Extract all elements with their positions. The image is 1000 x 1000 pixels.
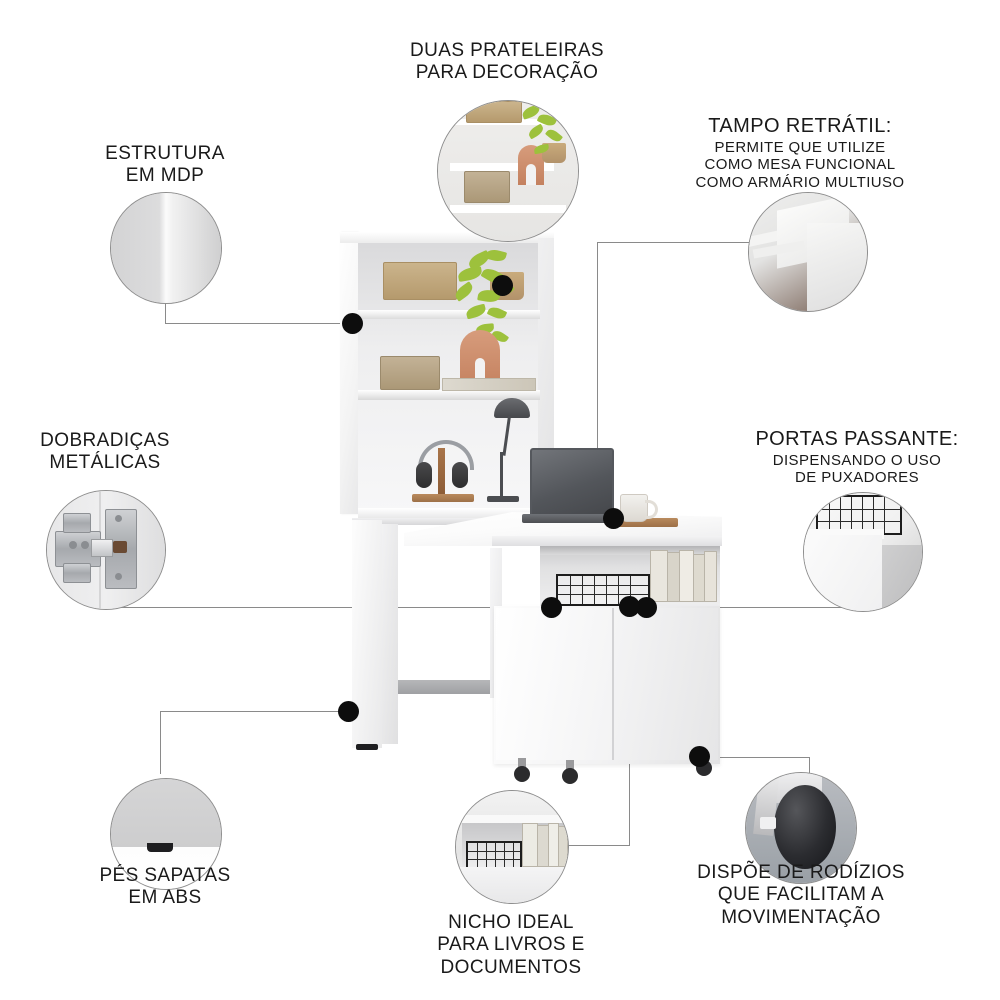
- serving-tray: [606, 518, 678, 527]
- marker-dot-doors[interactable]: [636, 597, 657, 618]
- label-shelves: DUAS PRATELEIRAS PARA DECORAÇÃO: [377, 40, 637, 85]
- connector-structure-v: [165, 300, 166, 324]
- label-hinges-title: DOBRADIÇAS METÁLICAS: [40, 430, 170, 474]
- caster-wheel-closeup: [774, 785, 836, 869]
- abs-foot-photo: [110, 778, 222, 890]
- hinge-arm-bottom: [63, 563, 91, 583]
- caster-arm-mid: [566, 760, 574, 772]
- abs-foot-closeup: [147, 843, 173, 852]
- label-niche-title: NICHO IDEAL PARA LIVROS E DOCUMENTOS: [437, 912, 585, 978]
- mdp-panel-photo: [110, 192, 222, 304]
- cabinet-niche-shadow: [540, 546, 720, 555]
- marker-dot-casters[interactable]: [689, 746, 710, 767]
- headphone-stand: [438, 448, 445, 496]
- label-shelves-title: DUAS PRATELEIRAS PARA DECORAÇÃO: [410, 40, 604, 84]
- cabinet-door-gap: [612, 608, 614, 760]
- headphone-cup-right: [452, 462, 468, 488]
- connector-structure-h: [165, 323, 355, 324]
- connector-hinges-h: [100, 607, 555, 608]
- label-retractable-top: TAMPO RETRÁTIL: PERMITE QUE UTILIZE COMO…: [683, 115, 917, 192]
- caster-wheel-left: [514, 766, 530, 782]
- desk-lamp-pole: [500, 452, 503, 498]
- caster-arm-left: [518, 758, 526, 770]
- label-doors-title: PORTAS PASSANTE:: [755, 428, 959, 450]
- marker-dot-niche[interactable]: [619, 596, 640, 617]
- abs-foot-left: [356, 744, 378, 750]
- label-structure: ESTRUTURA EM MDP: [55, 143, 275, 188]
- label-casters-title: DISPÕE DE RODÍZIOS QUE FACILITAM A MOVIM…: [697, 862, 905, 928]
- cabinet-door-right: [614, 608, 718, 760]
- connector-doors-h: [648, 607, 863, 608]
- books-in-niche: [650, 550, 717, 602]
- desk-leg-panel-inner: [382, 524, 398, 744]
- retractable-top-edge: [352, 518, 562, 525]
- label-structure-title: ESTRUTURA EM MDP: [105, 143, 225, 187]
- label-retractable-top-sub: PERMITE QUE UTILIZE COMO MESA FUNCIONAL …: [695, 138, 905, 191]
- hutch-shelf-upper: [358, 310, 540, 319]
- laptop-base: [522, 514, 618, 523]
- marker-dot-hinges[interactable]: [541, 597, 562, 618]
- headphone-cup-left: [416, 462, 432, 488]
- label-retractable-top-title: TAMPO RETRÁTIL:: [708, 115, 892, 137]
- label-casters: DISPÕE DE RODÍZIOS QUE FACILITAM A MOVIM…: [685, 862, 917, 929]
- marker-dot-retractable-top[interactable]: [603, 508, 624, 529]
- desk-top-front-edge: [492, 536, 722, 546]
- handleless-door-photo: [803, 492, 923, 612]
- woven-basket-top: [383, 262, 457, 300]
- caster-wheel-photo: [745, 772, 857, 884]
- label-doors: PORTAS PASSANTE: DISPENSANDO O USO DE PU…: [752, 428, 962, 487]
- desk-lamp-base: [487, 496, 519, 502]
- books-niche-photo: [522, 823, 568, 867]
- connector-feet-v: [160, 712, 161, 774]
- marker-dot-feet[interactable]: [338, 701, 359, 722]
- hutch-left-panel: [340, 232, 358, 514]
- mug-handle: [645, 500, 658, 519]
- connector-casters-v: [809, 757, 810, 785]
- cabinet-door-left: [496, 608, 612, 760]
- hutch-right-panel: [538, 238, 554, 514]
- connector-niche-h: [565, 845, 630, 846]
- marker-dot-structure[interactable]: [342, 313, 363, 334]
- laptop-screen: [530, 448, 614, 520]
- stacked-books-shelf: [442, 378, 536, 391]
- shelf-decor-photo: [437, 100, 579, 242]
- marker-dot-shelves[interactable]: [492, 275, 513, 296]
- connector-casters-h: [702, 757, 810, 758]
- woven-basket-middle: [380, 356, 440, 390]
- retractable-top-photo: [748, 192, 868, 312]
- connector-top-v: [597, 242, 598, 520]
- label-doors-sub: DISPENSANDO O USO DE PUXADORES: [772, 451, 942, 487]
- connector-top-h1: [597, 242, 749, 243]
- label-feet-title: PÉS SAPATAS EM ABS: [99, 865, 231, 909]
- desk-lamp-shade: [494, 398, 530, 418]
- wire-basket-door-photo: [816, 495, 902, 535]
- wire-basket-niche-photo: [466, 841, 522, 869]
- metal-hinge-photo: [46, 490, 166, 610]
- book-niche-photo: [455, 790, 569, 904]
- connector-feet-h: [160, 711, 350, 712]
- label-niche: NICHO IDEAL PARA LIVROS E DOCUMENTOS: [405, 912, 617, 979]
- desk-cross-brace: [398, 680, 494, 694]
- label-feet: PÉS SAPATAS EM ABS: [65, 865, 265, 910]
- hutch-shelf-lower: [358, 390, 540, 400]
- label-hinges: DOBRADIÇAS METÁLICAS: [5, 430, 205, 475]
- headphone-stand-base: [412, 494, 474, 502]
- caster-wheel-mid: [562, 768, 578, 784]
- coffee-mug: [620, 494, 648, 522]
- hinge-arm-top: [63, 513, 91, 533]
